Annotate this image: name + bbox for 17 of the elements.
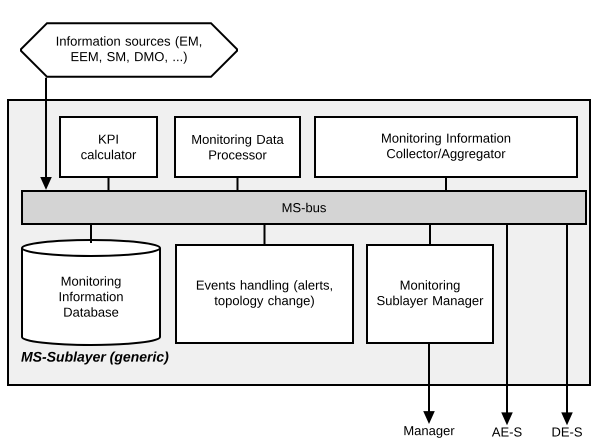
process-box: KPI calculator (59, 116, 158, 178)
source-box: Information sources (EM, EEM, SM, DMO, ...) (20, 22, 238, 78)
output-label: Manager (404, 426, 454, 438)
connector-line (445, 178, 447, 190)
database-cylinder: Monitoring Information Database (21, 239, 161, 346)
connector-line (429, 225, 431, 244)
process-box: Monitoring Data Processor (174, 116, 301, 178)
output-label: AE-S (492, 427, 522, 437)
process-box: Monitoring Sublayer Manager (366, 244, 494, 344)
connector-line (108, 178, 110, 190)
process-box: Monitoring Information Collector/Aggregator (314, 116, 578, 178)
bus-bar: MS-bus (21, 190, 587, 225)
process-box: Events handling (alerts, topology change) (175, 244, 354, 344)
output-label: DE-S (552, 427, 582, 437)
connector-line (90, 225, 92, 243)
connector-line (264, 225, 266, 244)
connector-line (236, 178, 238, 190)
